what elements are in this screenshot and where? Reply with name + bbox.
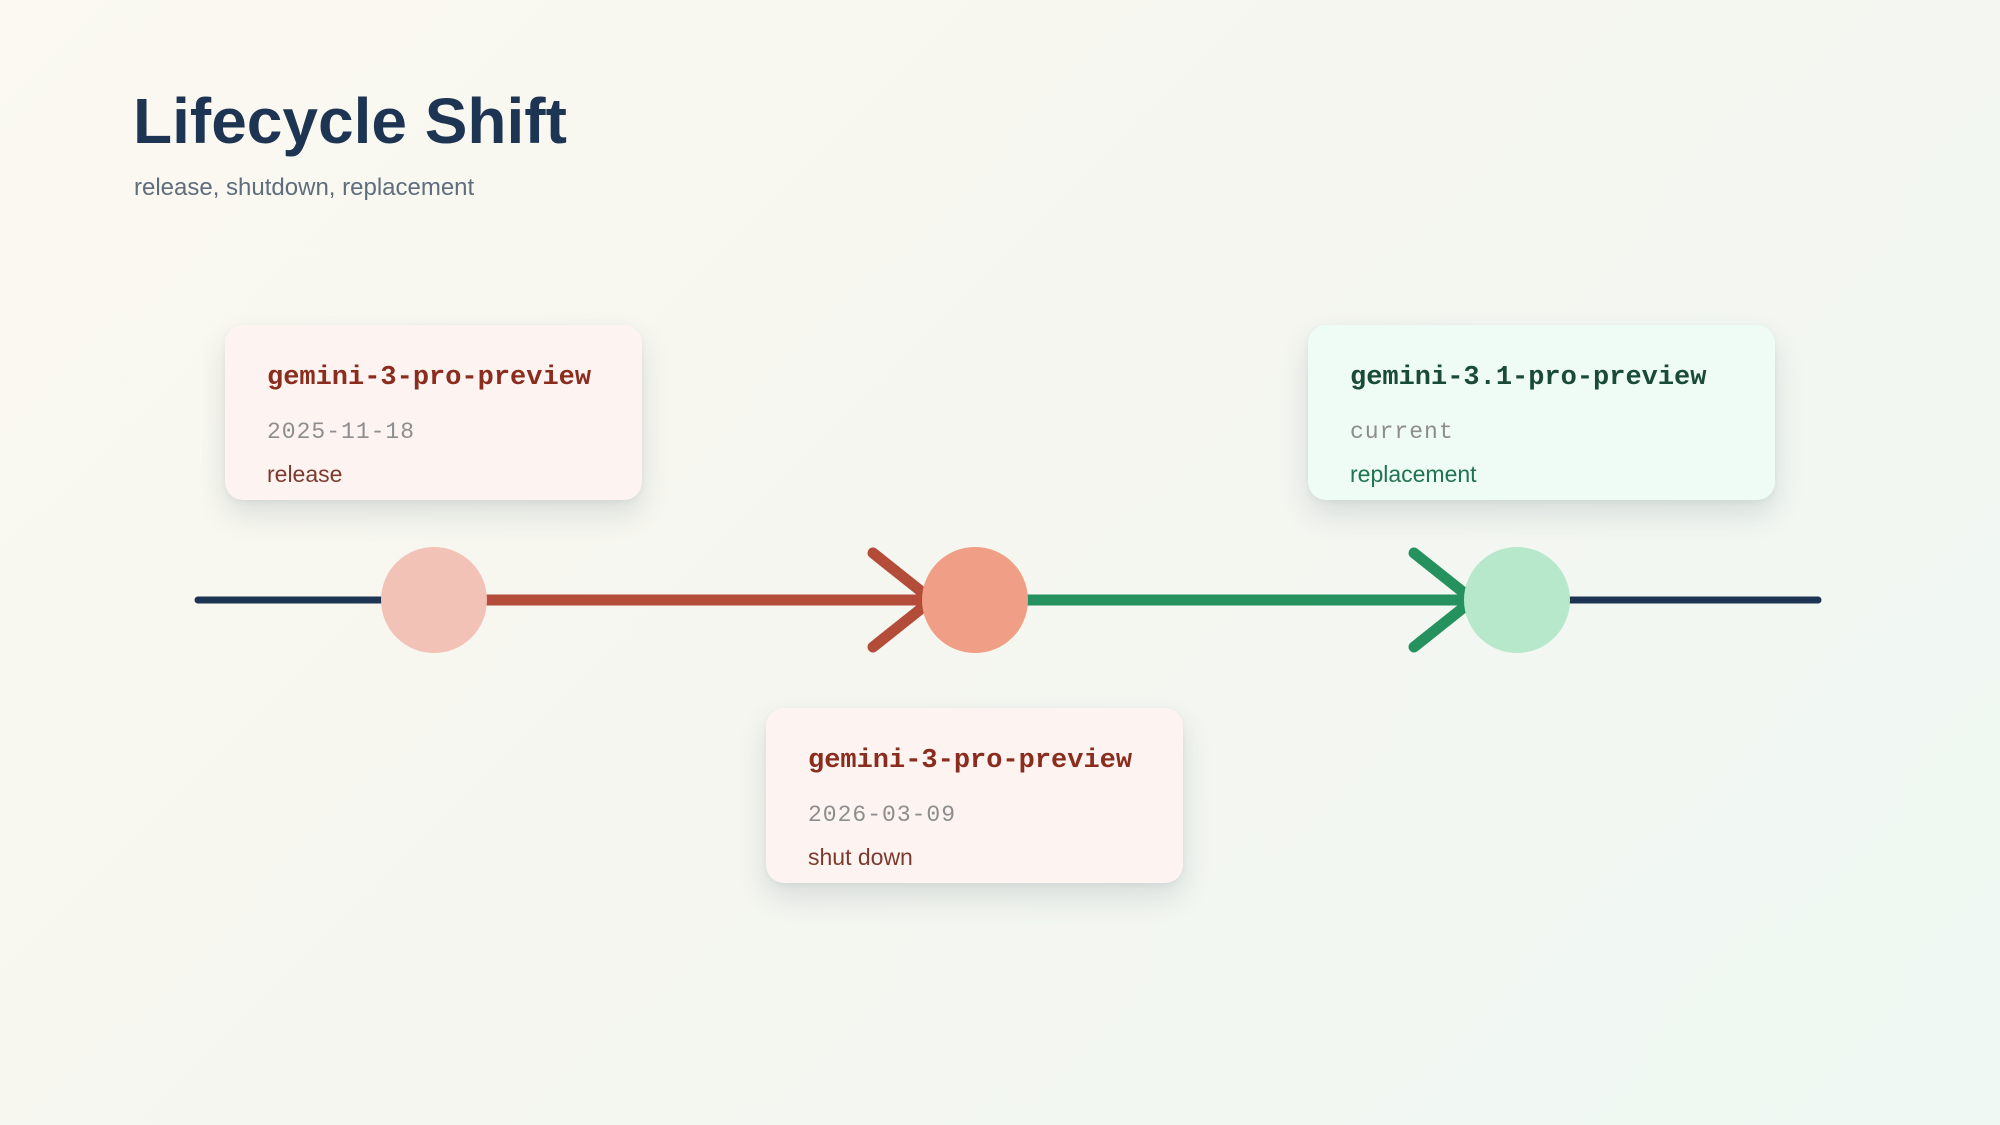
replacement-node — [1464, 547, 1570, 653]
release-node — [381, 547, 487, 653]
replacement-card: gemini-3.1-pro-preview current replaceme… — [1308, 325, 1775, 500]
diagram-subtitle: release, shutdown, replacement — [134, 174, 475, 201]
shutdown-card: gemini-3-pro-preview 2026-03-09 shut dow… — [766, 708, 1183, 883]
replacement-arrow — [1021, 547, 1479, 653]
shutdown-date: 2026-03-09 — [808, 802, 957, 828]
replacement-model-name: gemini-3.1-pro-preview — [1350, 363, 1707, 393]
shutdown-node — [922, 547, 1028, 653]
shutdown-label: shut down — [808, 844, 913, 870]
release-date: 2025-11-18 — [267, 419, 416, 445]
deprecation-arrow — [480, 547, 938, 653]
replacement-status: current — [1350, 419, 1454, 445]
release-model-name: gemini-3-pro-preview — [267, 363, 592, 393]
shutdown-model-name: gemini-3-pro-preview — [808, 746, 1133, 776]
diagram-title: Lifecycle Shift — [133, 85, 567, 157]
release-label: release — [267, 461, 343, 487]
replacement-label: replacement — [1350, 461, 1477, 487]
release-card: gemini-3-pro-preview 2025-11-18 release — [225, 325, 642, 500]
